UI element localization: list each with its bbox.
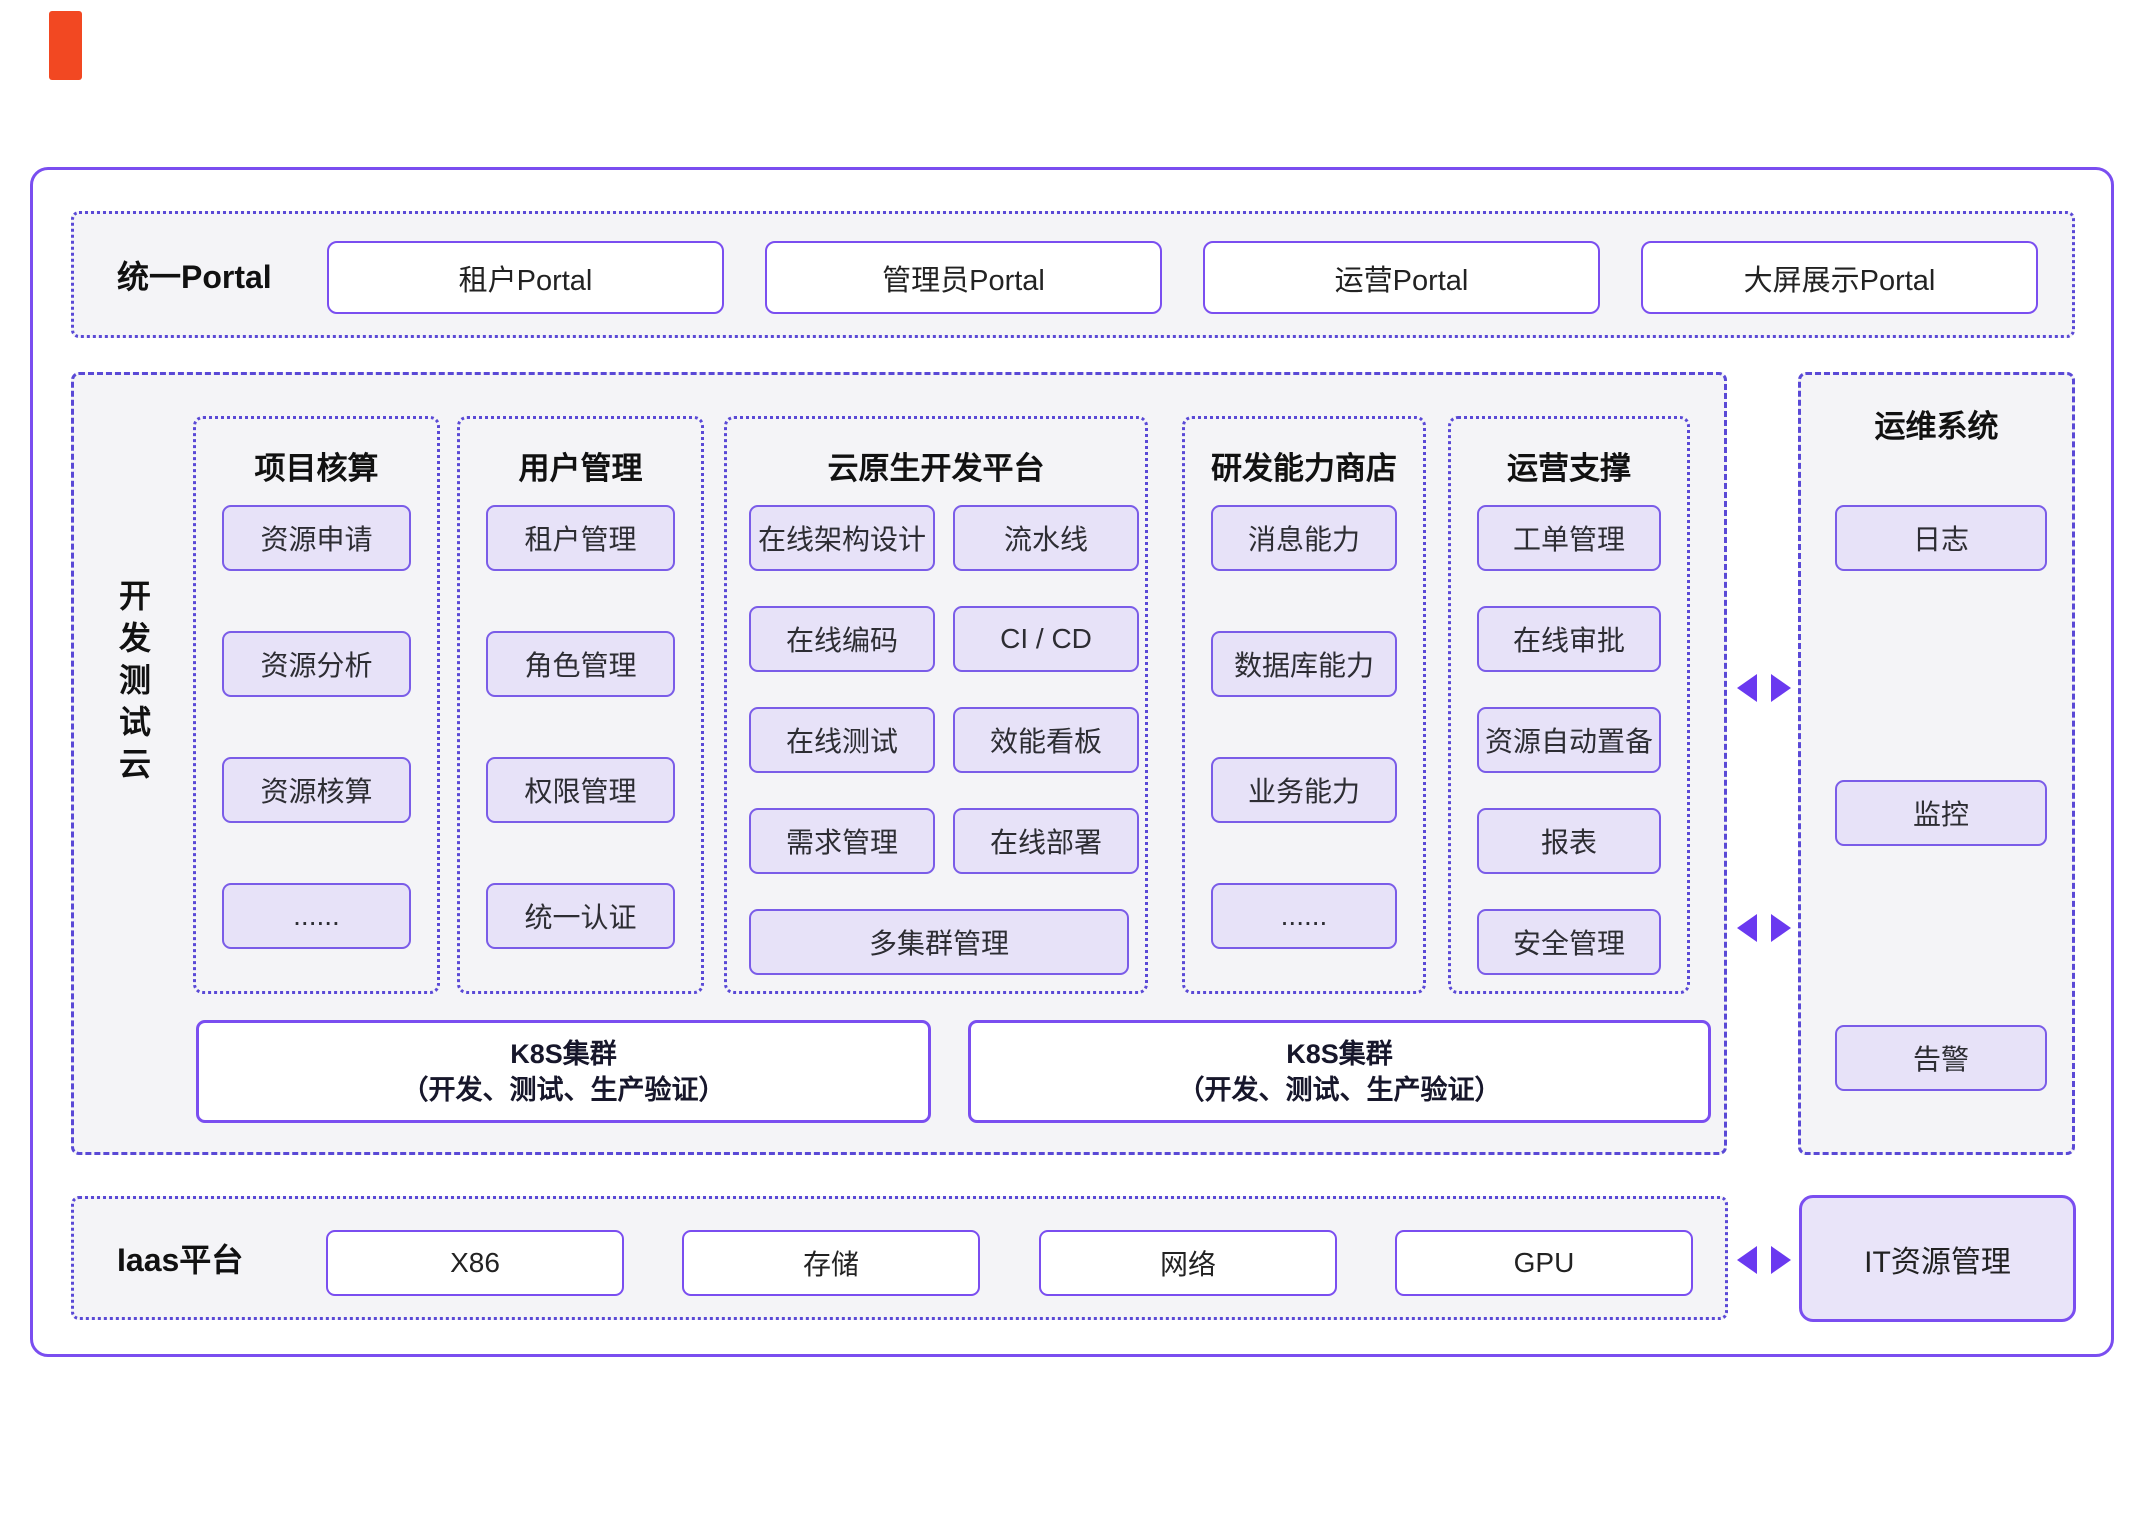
chip-alerting: 告警 (1835, 1025, 2047, 1091)
chip-online-testing: 在线测试 (749, 707, 935, 773)
chip-report: 报表 (1477, 808, 1661, 874)
column-title: 用户管理 (518, 451, 643, 486)
arrow-right-icon (1771, 674, 1791, 702)
chip-resource-analysis: 资源分析 (222, 631, 411, 697)
chip-efficiency-board: 效能看板 (953, 707, 1139, 773)
chip-resource-request: 资源申请 (222, 505, 411, 571)
chip-permission-management: 权限管理 (486, 757, 675, 823)
chip-ci-cd: CI / CD (953, 606, 1139, 672)
red-marker-shape (49, 11, 82, 80)
column-title: 云原生开发平台 (827, 451, 1045, 486)
chip-ellipsis: ...... (222, 883, 411, 949)
it-resource-management-box: IT资源管理 (1799, 1195, 2076, 1322)
bidirectional-arrow-icon (1737, 674, 1791, 702)
chip-unified-auth: 统一认证 (486, 883, 675, 949)
iaas-box-x86: X86 (326, 1230, 624, 1296)
chip-pipeline: 流水线 (953, 505, 1139, 571)
chip-security-management: 安全管理 (1477, 909, 1661, 975)
k8s-line1: K8S集群 (510, 1038, 617, 1069)
chip-message-capability: 消息能力 (1211, 505, 1397, 571)
column-capability-store: 研发能力商店 消息能力 数据库能力 业务能力 ...... (1182, 416, 1426, 994)
chip-business-capability: 业务能力 (1211, 757, 1397, 823)
chip-online-deployment: 在线部署 (953, 808, 1139, 874)
vertical-label-char: 开 (118, 578, 151, 614)
chip-requirement-management: 需求管理 (749, 808, 935, 874)
column-project-accounting: 项目核算 资源申请 资源分析 资源核算 ...... (193, 416, 440, 994)
bidirectional-arrow-icon (1737, 1246, 1791, 1274)
chip-database-capability: 数据库能力 (1211, 631, 1397, 697)
portal-band-label: 统一Portal (117, 258, 272, 295)
arrow-left-icon (1737, 1246, 1757, 1274)
portal-band: 统一Portal 租户Portal 管理员Portal 运营Portal 大屏展… (71, 211, 2075, 338)
chip-online-coding: 在线编码 (749, 606, 935, 672)
portal-box-bigscreen: 大屏展示Portal (1641, 241, 2038, 314)
column-title: 项目核算 (254, 451, 379, 486)
chip-resource-accounting: 资源核算 (222, 757, 411, 823)
vertical-label-char: 试 (118, 704, 151, 740)
chip-monitoring: 监控 (1835, 780, 2047, 846)
portal-box-admin: 管理员Portal (765, 241, 1162, 314)
platform-container: 统一Portal 租户Portal 管理员Portal 运营Portal 大屏展… (30, 167, 2114, 1357)
arrow-right-icon (1771, 914, 1791, 942)
iaas-box-storage: 存储 (682, 1230, 980, 1296)
iaas-box-network: 网络 (1039, 1230, 1337, 1296)
k8s-cluster-box: K8S集群 （开发、测试、生产验证） (968, 1020, 1711, 1123)
chip-ellipsis: ...... (1211, 883, 1397, 949)
vertical-label-char: 发 (118, 620, 151, 656)
portal-box-operation: 运营Portal (1203, 241, 1600, 314)
ops-system-box: 运维系统 日志 监控 告警 (1798, 372, 2075, 1155)
iaas-band-label: Iaas平台 (117, 1242, 244, 1278)
chip-logs: 日志 (1835, 505, 2047, 571)
column-operation-support: 运营支撑 工单管理 在线审批 资源自动置备 报表 安全管理 (1448, 416, 1690, 994)
chip-online-architecture: 在线架构设计 (749, 505, 935, 571)
k8s-line2: （开发、测试、生产验证） (401, 1074, 726, 1105)
column-title: 研发能力商店 (1211, 451, 1397, 486)
k8s-cluster-box: K8S集群 （开发、测试、生产验证） (196, 1020, 931, 1123)
chip-tenant-management: 租户管理 (486, 505, 675, 571)
vertical-label-char: 云 (118, 746, 151, 782)
chip-multi-cluster-management: 多集群管理 (749, 909, 1129, 975)
chip-ticket-management: 工单管理 (1477, 505, 1661, 571)
iaas-box-gpu: GPU (1395, 1230, 1693, 1296)
chip-role-management: 角色管理 (486, 631, 675, 697)
portal-box-tenant: 租户Portal (327, 241, 724, 314)
arrow-left-icon (1737, 914, 1757, 942)
chip-online-approval: 在线审批 (1477, 606, 1661, 672)
ops-system-title: 运维系统 (1874, 409, 1999, 444)
column-user-management: 用户管理 租户管理 角色管理 权限管理 统一认证 (457, 416, 704, 994)
dev-test-cloud-band: 开 发 测 试 云 项目核算 资源申请 资源分析 资源核算 ...... 用户管… (71, 372, 1727, 1155)
vertical-label-char: 测 (118, 662, 151, 698)
arrow-left-icon (1737, 674, 1757, 702)
bidirectional-arrow-icon (1737, 914, 1791, 942)
chip-auto-provisioning: 资源自动置备 (1477, 707, 1661, 773)
column-title: 运营支撑 (1507, 451, 1631, 486)
k8s-line1: K8S集群 (1286, 1038, 1393, 1069)
dev-cloud-vertical-label: 开 发 测 试 云 (112, 580, 158, 780)
arrow-right-icon (1771, 1246, 1791, 1274)
k8s-line2: （开发、测试、生产验证） (1177, 1074, 1502, 1105)
column-cloud-native-platform: 云原生开发平台 在线架构设计 流水线 在线编码 CI / CD 在线测试 效能看… (724, 416, 1148, 994)
iaas-band: Iaas平台 X86 存储 网络 GPU (71, 1196, 1728, 1320)
